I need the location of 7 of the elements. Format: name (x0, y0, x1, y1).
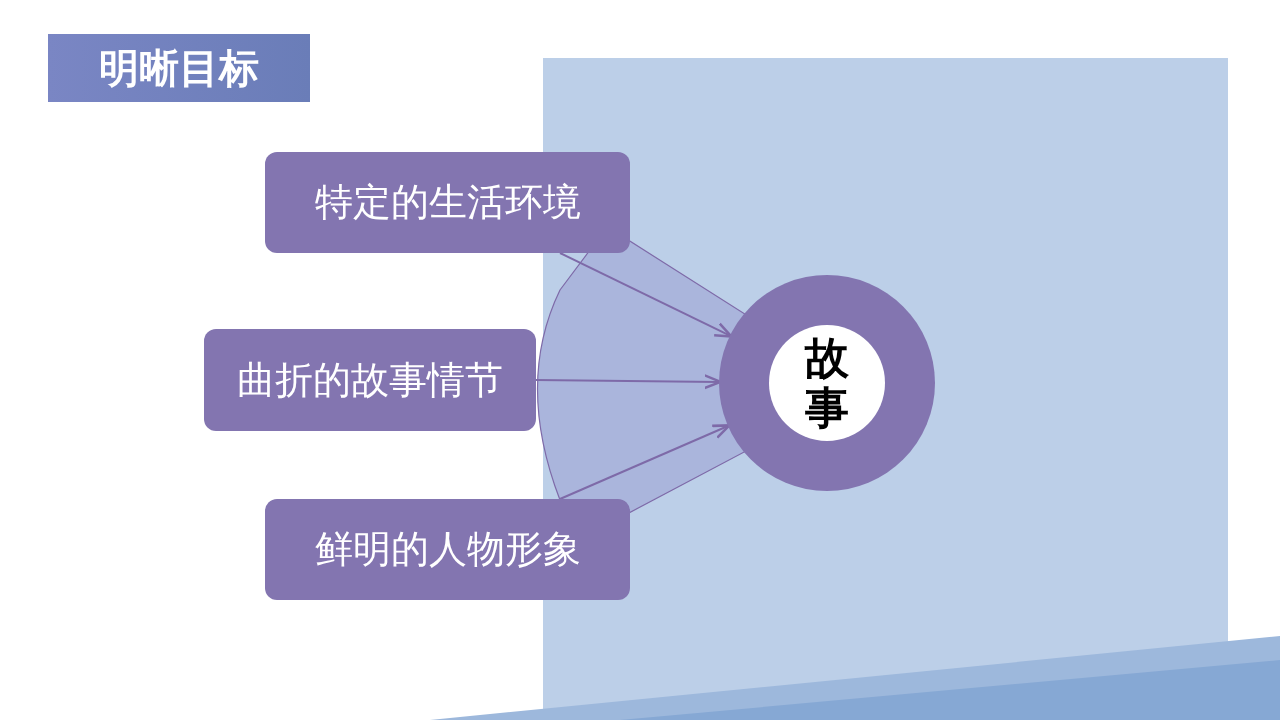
topic-box: 特定的生活环境 (265, 152, 630, 253)
arrow (559, 424, 731, 500)
topic-box: 曲折的故事情节 (204, 329, 536, 431)
title-banner: 明晰目标 (48, 34, 310, 102)
arrow (559, 252, 733, 338)
topic-box: 鲜明的人物形象 (265, 499, 630, 600)
center-label: 故事 (769, 325, 885, 441)
